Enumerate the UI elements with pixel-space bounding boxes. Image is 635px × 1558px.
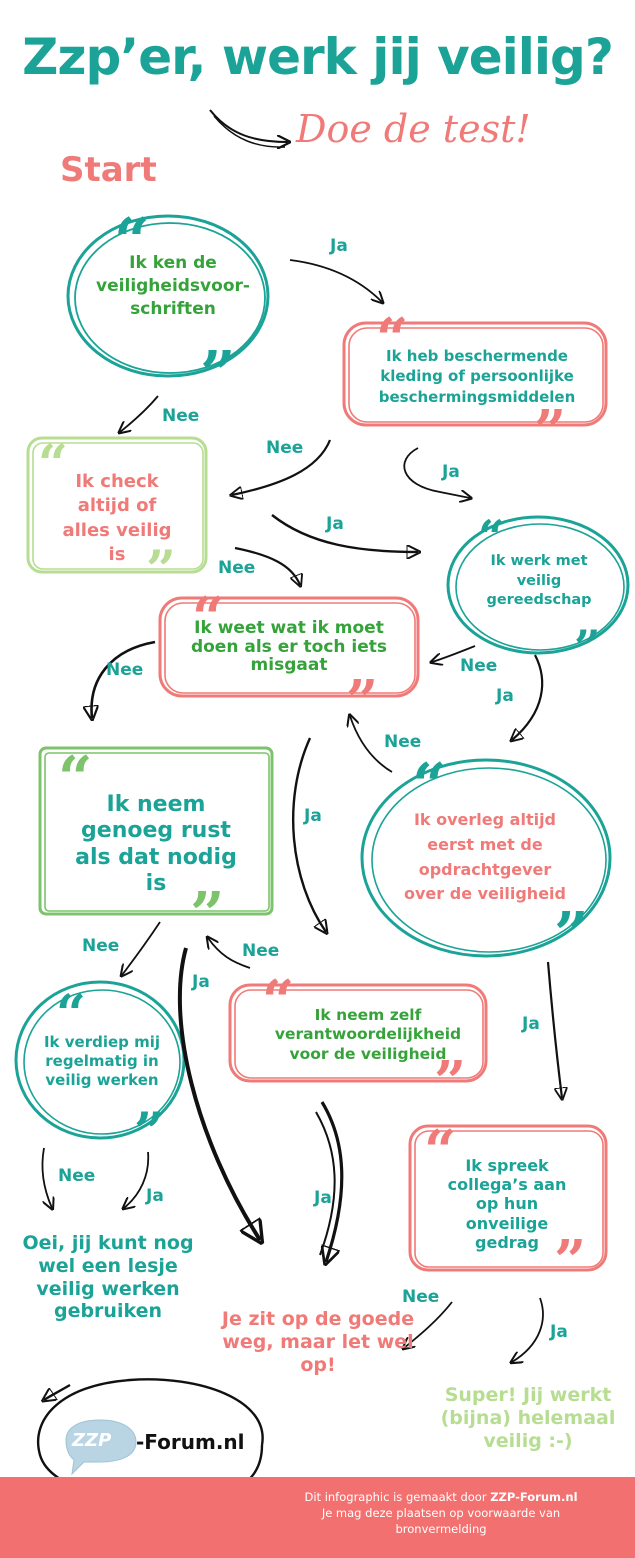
- arrow-n9-n6: [208, 938, 251, 969]
- quote-close-icon: ”: [146, 540, 176, 601]
- quote-close-icon: ”: [534, 398, 566, 464]
- edge-label-ja: Ja: [330, 236, 348, 256]
- arrow-n1-n2: [289, 259, 382, 302]
- quote-open-icon: “: [56, 984, 86, 1045]
- edge-label-nee: Nee: [242, 941, 280, 961]
- edge-label-ja: Ja: [550, 1322, 568, 1342]
- edge-label-nee: Nee: [82, 936, 120, 956]
- footer-license: Je mag deze plaatsen op voorwaarde van b…: [321, 1506, 561, 1537]
- quote-open-icon: “: [424, 1118, 456, 1184]
- quote-close-icon: ”: [554, 1228, 586, 1294]
- edge-label-ja: Ja: [326, 514, 344, 534]
- quote-open-icon: “: [412, 751, 447, 821]
- arrow-n8-bad-ja: [124, 1151, 150, 1208]
- quote-close-icon: ”: [200, 337, 236, 410]
- arrow-n3-n5: [234, 546, 300, 585]
- edge-label-nee: Nee: [218, 558, 256, 578]
- edge-label-nee: Nee: [384, 732, 422, 752]
- bubble-n5-shape: [158, 596, 420, 698]
- arrow-n4-n7: [512, 654, 544, 740]
- arrow-n6-medium: [177, 947, 260, 1240]
- node-n2: Ik heb beschermende kleding of persoonli…: [378, 347, 576, 406]
- edge-label-ja: Ja: [442, 462, 460, 482]
- chat-bubble-icon: [65, 1419, 137, 1476]
- edge-label-nee: Nee: [58, 1166, 96, 1186]
- bubble-n7-shape: [360, 758, 612, 958]
- footer-brand-link[interactable]: ZZP-Forum.nl: [490, 1490, 578, 1504]
- arrow-n5-n6: [92, 640, 156, 718]
- quote-close-icon: ”: [434, 1049, 466, 1115]
- quote-close-icon: ”: [574, 620, 600, 674]
- quote-open-icon: “: [38, 434, 68, 495]
- node-n8: Ik verdiep mij regelmatig in veilig werk…: [43, 1033, 161, 1089]
- bubble-n9-shape: [228, 983, 488, 1083]
- quote-open-icon: “: [58, 744, 93, 814]
- footer-bar: [0, 1477, 635, 1558]
- edge-label-ja: Ja: [314, 1188, 332, 1208]
- arrow-n7-n5: [350, 716, 393, 773]
- node-n1: Ik ken de veiligheidsvoor-schriften: [96, 253, 250, 319]
- arrow-n10-good: [512, 1297, 544, 1362]
- node-n5: Ik weet wat ik moet doen als er toch iet…: [190, 618, 388, 676]
- arrow-n2-n3: [232, 439, 332, 495]
- quote-open-icon: “: [376, 306, 408, 372]
- bubble-n1-shape: [66, 214, 270, 378]
- arrow-n6-n8: [122, 921, 161, 975]
- quote-open-icon: “: [114, 204, 150, 277]
- arrow-n8-bad-nee: [41, 1147, 52, 1208]
- edge-label-ja: Ja: [496, 686, 514, 706]
- page-subtitle: Doe de test!: [296, 107, 531, 151]
- page-title: Zzp’er, werk jij veilig?: [22, 28, 614, 86]
- arrow-n7-n10: [546, 961, 562, 1098]
- edge-label-ja: Ja: [146, 1186, 164, 1206]
- logo-badge: ZZP: [72, 1430, 112, 1451]
- edge-label-nee: Nee: [266, 438, 304, 458]
- arrow-n7-n9: [291, 737, 326, 932]
- node-n6: Ik neem genoeg rust als dat nodig is: [75, 792, 237, 897]
- flow-arrows: [41, 259, 562, 1362]
- title-arrow-icon: [209, 109, 288, 147]
- node-n4: Ik werk met veilig gereedschap: [486, 553, 592, 609]
- edge-label-nee: Nee: [402, 1287, 440, 1307]
- edge-label-ja: Ja: [192, 972, 210, 992]
- arrow-n2-n4: [403, 447, 470, 498]
- outcome-bad: Oei, jij kunt nog wel een lesje veilig w…: [22, 1232, 194, 1323]
- bubble-n3-shape: [26, 436, 208, 574]
- node-n3: Ik check altijd of alles veilig is: [62, 471, 172, 565]
- quote-open-icon: “: [478, 510, 504, 564]
- arrow-n4-n5: [432, 645, 476, 662]
- quote-open-icon: “: [192, 585, 224, 651]
- quote-icons: “ ” “ ” “ ” “ ” “ ” “ ” “ ” “ ” “ ” “ ”: [38, 204, 600, 1294]
- node-n10: Ik spreek collega’s aan op hun onveilige…: [447, 1156, 567, 1252]
- bubble-n2-shape: [342, 321, 608, 427]
- bubble-n4-shape: [446, 515, 630, 655]
- node-n9: Ik neem zelf verantwoordelijkheid voor d…: [274, 1006, 462, 1063]
- footer-credit-prefix: Dit infographic is gemaakt door: [304, 1490, 487, 1504]
- edge-label-ja: Ja: [304, 806, 322, 826]
- arrow-n3-n4: [271, 514, 418, 552]
- bubble-n8-shape: [14, 980, 186, 1140]
- quote-close-icon: ”: [346, 668, 378, 734]
- bubble-n10-shape: [408, 1124, 608, 1272]
- quote-close-icon: ”: [554, 900, 589, 970]
- edge-label-nee: Nee: [460, 656, 498, 676]
- outcome-medium: Je zit op de goede weg, maar let wel op!: [221, 1308, 415, 1376]
- quote-open-icon: “: [262, 968, 294, 1034]
- bubble-n6-shape: [38, 746, 274, 916]
- arrow-n9-medium: [322, 1101, 344, 1262]
- edge-label-nee: Nee: [106, 660, 144, 680]
- logo-text: -Forum.nl: [136, 1430, 245, 1454]
- footer-credit: Dit infographic is gemaakt door ZZP-Foru…: [286, 1489, 596, 1537]
- edge-label-ja: Ja: [522, 1014, 540, 1034]
- start-label: Start: [60, 150, 157, 190]
- node-n7: Ik overleg altijd eerst met de opdrachtg…: [404, 810, 566, 904]
- arrow-n10-medium: [404, 1301, 453, 1348]
- outcome-good: Super! Jij werkt (bijna) helemaal veilig…: [440, 1384, 616, 1452]
- arrow-n1-n3: [120, 395, 159, 432]
- edge-label-nee: Nee: [162, 406, 200, 426]
